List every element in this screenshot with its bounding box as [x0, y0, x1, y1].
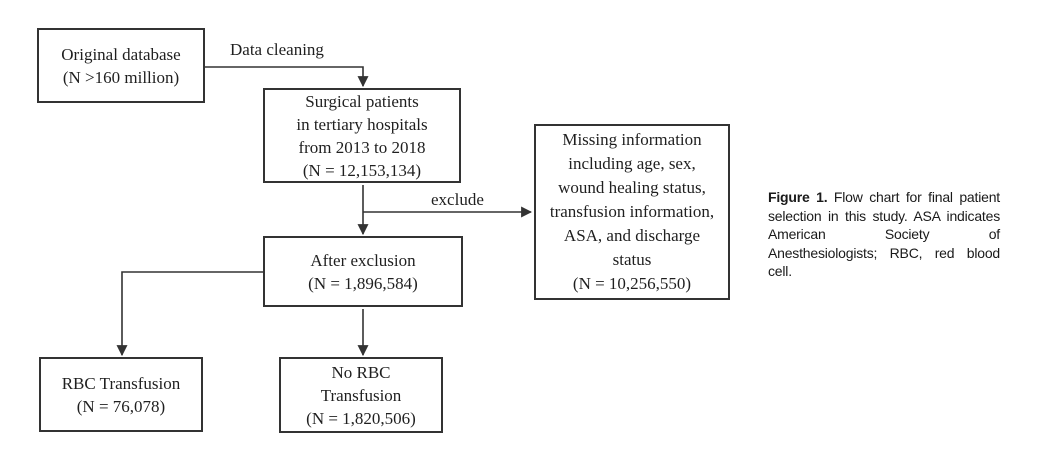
flow-box-rbc-transfusion-text: RBC Transfusion (N = 76,078) [61, 373, 181, 416]
flow-box-no-rbc-transfusion-text: No RBC Transfusion (N = 1,820,506) [306, 362, 416, 428]
flow-box-missing-information: Missing information including age, sex, … [534, 124, 730, 300]
figure-caption: Figure 1. Flow chart for final patient s… [768, 188, 1000, 281]
flow-box-rbc-transfusion: RBC Transfusion (N = 76,078) [39, 357, 203, 432]
flow-box-original-database: Original database (N >160 million) [37, 28, 205, 103]
flow-box-surgical-patients: Surgical patients in tertiary hospitals … [263, 88, 461, 183]
connector-data-cleaning-arrow [205, 66, 369, 88]
figure-caption-text: Flow chart for final patient selection i… [768, 189, 1000, 279]
flow-box-after-exclusion: After exclusion (N = 1,896,584) [263, 236, 463, 307]
edge-label-exclude: exclude [431, 190, 484, 209]
flow-box-original-database-text: Original database (N >160 million) [61, 44, 181, 87]
figure-caption-label: Figure 1. [768, 189, 828, 205]
flow-box-surgical-patients-text: Surgical patients in tertiary hospitals … [296, 91, 428, 180]
flow-box-after-exclusion-text: After exclusion (N = 1,896,584) [308, 250, 418, 293]
flow-box-no-rbc-transfusion: No RBC Transfusion (N = 1,820,506) [279, 357, 443, 433]
edge-label-data-cleaning: Data cleaning [230, 40, 324, 59]
flow-box-missing-information-text: Missing information including age, sex, … [549, 130, 715, 293]
connector-after-exclusion-to-rbc-arrow [116, 271, 263, 357]
